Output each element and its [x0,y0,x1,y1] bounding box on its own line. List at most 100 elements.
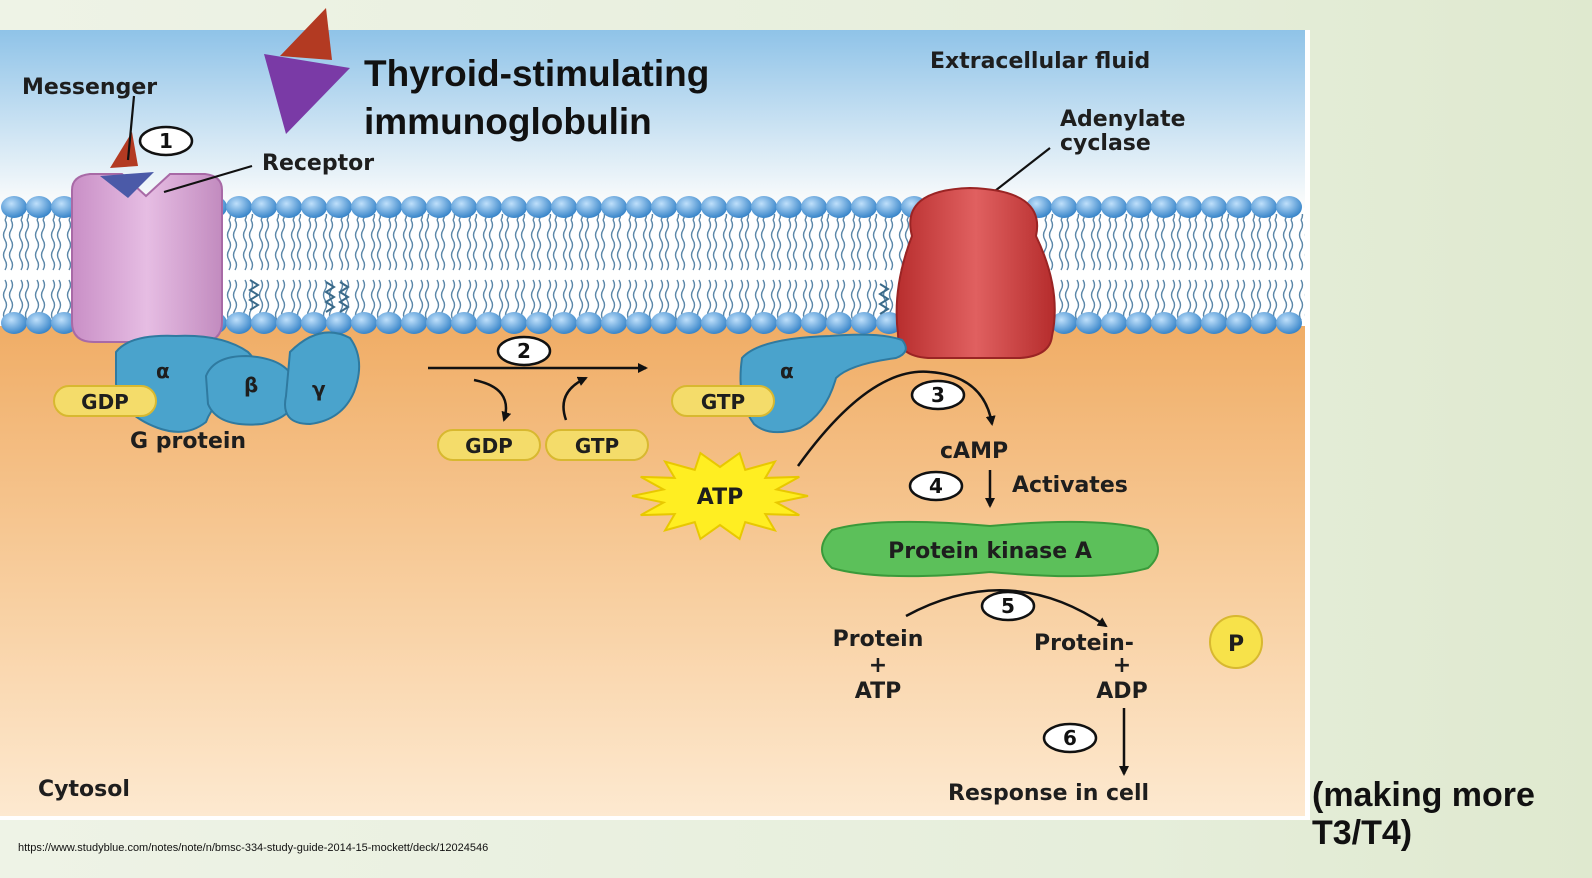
phospholipid-head [676,196,702,218]
phospholipid-head [826,196,852,218]
phospholipid-head [501,312,527,334]
step-5-circle [980,590,1036,622]
plus-label: + [869,653,887,678]
phospholipid-head [1226,312,1252,334]
adp-label: ADP [1096,679,1147,704]
gtp-pill [545,429,649,461]
phospholipid-head [351,312,377,334]
phospholipid-head [1176,196,1202,218]
tsi-label-line2: immunoglobulin [364,101,652,142]
phospholipid-head [651,312,677,334]
phospholipid-head [451,312,477,334]
phospholipid-head [1201,196,1227,218]
receptor-label: Receptor [262,151,374,176]
phospholipid-head [251,312,277,334]
phospholipid-head [851,196,877,218]
cytosol-label: Cytosol [38,777,130,802]
step-4-label: 4 [929,474,943,498]
phospholipid-head [1051,312,1077,334]
phospholipid-head [776,312,802,334]
messenger-label: Messenger [22,75,157,100]
gdp-pill [437,429,541,461]
phospholipid-head [501,196,527,218]
phospholipid-head [526,312,552,334]
phospholipid-head [226,196,252,218]
phospholipid-head [26,196,52,218]
phospholipid-head [1251,312,1277,334]
g-protein-label: G protein [130,429,246,454]
phospholipid-head [576,312,602,334]
phospholipid-head [1276,196,1302,218]
gdp-label: GDP [465,434,513,458]
phospholipid-head [626,196,652,218]
adenylate-label-line2: cyclase [1060,131,1151,156]
tsi-molecule [264,8,350,134]
gdp-pill [53,385,157,417]
atp-substrate-label: ATP [855,679,901,704]
phospholipid-head [651,196,677,218]
gtp-label: GTP [575,434,619,458]
adenylate-label-line1: Adenylate [1060,107,1186,132]
step-2-circle [496,335,552,367]
phospholipid-head [626,312,652,334]
phospholipid-head [401,196,427,218]
phospholipid-head [1,196,27,218]
atp-star [631,451,809,541]
phosphate-label: P [1228,632,1244,657]
phospholipid-head [1101,196,1127,218]
gamma-label: γ [312,377,326,401]
step3-arrow [796,370,996,467]
phospholipid-head [526,196,552,218]
phospholipid-head [301,196,327,218]
phospholipid-head [1226,196,1252,218]
phospholipid-head [726,196,752,218]
gtp-bind-arrow [562,376,588,421]
step-4-circle [908,470,964,502]
phospholipid-head [876,312,902,334]
alpha-label: α [780,359,794,383]
anchor-zigzag [248,279,260,311]
messenger-molecule [100,132,154,198]
phospholipid-head [51,196,77,218]
phospholipid-head [351,196,377,218]
phospholipid-head [476,196,502,218]
phospholipid-head [226,312,252,334]
extracellular-label: Extracellular fluid [930,49,1150,74]
phospholipid-head [1251,196,1277,218]
phospholipid-head [1076,312,1102,334]
receptor-leader [163,164,253,194]
phospholipid-head [326,196,352,218]
phospholipid-head [726,312,752,334]
step-2-label: 2 [517,339,531,363]
step5-arrow [905,589,1108,628]
plus-label: + [1113,653,1131,678]
gdp-label: GDP [81,390,129,414]
source-url: https://www.studyblue.com/notes/note/n/b… [18,842,489,854]
step-1-circle [138,125,194,157]
phospholipid-head [301,312,327,334]
phospholipid-head [451,196,477,218]
gtp-pill [671,385,775,417]
phospholipid-head [576,196,602,218]
phospholipid-head [601,312,627,334]
phospholipid-head [1176,312,1202,334]
side-note: (making more T3/T4) [1312,776,1535,852]
camp-label: cAMP [940,439,1008,464]
phospholipid-head [551,196,577,218]
phospholipid-head [326,312,352,334]
g-protein-alpha-activated [739,333,907,434]
phospholipid-head [1276,312,1302,334]
phospholipid-head [426,196,452,218]
receptor-protein [71,173,223,343]
anchor-zigzag [878,283,890,315]
phospholipid-head [26,312,52,334]
beta-label: β [244,373,258,397]
messenger-leader [126,95,136,161]
phospholipid-head [251,196,277,218]
phospholipid-head [1101,312,1127,334]
tsi-label-line1: Thyroid-stimulating [364,53,709,94]
step-5-label: 5 [1001,594,1015,618]
phospholipid-head [476,312,502,334]
phospholipid-head [1,312,27,334]
